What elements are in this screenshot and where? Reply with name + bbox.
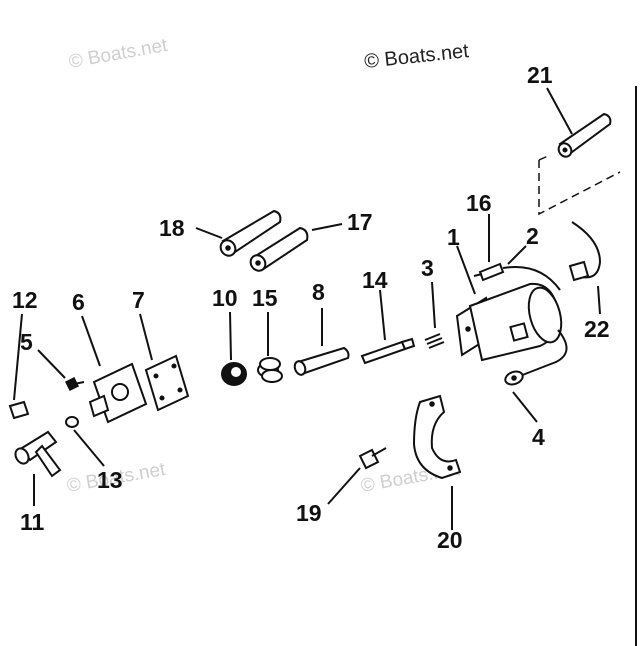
part-1-solenoid [455, 282, 563, 362]
part-20-bracket [412, 394, 462, 480]
part-3-spring [424, 333, 445, 349]
leader-13 [73, 429, 105, 467]
callout-21: 21 [527, 62, 553, 88]
callout-10: 10 [212, 285, 238, 311]
part-8-plunger [293, 346, 350, 376]
part-4-lead [504, 329, 568, 386]
leader-4 [512, 391, 538, 423]
part-18-rod [219, 209, 282, 257]
part-19-screw [358, 447, 387, 470]
callout-2: 2 [526, 223, 539, 249]
part-15-spring [257, 357, 283, 383]
part-10-seal [221, 362, 247, 386]
leader-7 [139, 313, 153, 361]
part-17-rod [249, 226, 309, 272]
callout-5: 5 [20, 329, 33, 355]
leader-14 [379, 289, 386, 341]
leader-19 [327, 467, 361, 505]
part-21-rod [557, 112, 612, 158]
leader-1 [456, 245, 476, 295]
callout-6: 6 [72, 289, 85, 315]
leader-18 [195, 227, 223, 239]
part-11-valve [14, 430, 62, 478]
callout-8: 8 [312, 279, 325, 305]
callout-17: 17 [347, 209, 373, 235]
callout-16: 16 [466, 190, 492, 216]
callout-19: 19 [296, 500, 322, 526]
callout-18: 18 [159, 215, 185, 241]
leader-2 [507, 245, 527, 265]
leader-17 [311, 223, 343, 231]
callout-11: 11 [20, 509, 45, 535]
callout-15: 15 [252, 285, 278, 311]
leader-21 [546, 87, 573, 135]
callout-4: 4 [532, 424, 545, 450]
callout-1: 1 [447, 224, 460, 250]
leader-22 [597, 285, 601, 315]
callout-3: 3 [421, 255, 434, 281]
part-6-cover [88, 362, 148, 424]
callout-7: 7 [132, 287, 145, 313]
part-12-nut [8, 400, 30, 420]
callout-22: 22 [584, 316, 610, 342]
dashed-box-21 [538, 160, 621, 216]
callout-14: 14 [362, 267, 388, 293]
callout-13: 13 [97, 467, 123, 493]
part-5-screw [64, 376, 85, 392]
callout-12: 12 [12, 287, 38, 313]
leader-10 [229, 311, 232, 361]
part-16-terminal [473, 262, 505, 282]
part-13-oring [65, 416, 79, 428]
watermark-top-left: © Boats.net [67, 35, 169, 73]
watermark-top-center: © Boats.net [363, 40, 470, 73]
leader-3 [431, 281, 436, 329]
callout-20: 20 [437, 527, 463, 553]
part-14-pin [360, 337, 416, 365]
leader-5 [37, 349, 66, 379]
leader-12 [13, 313, 23, 401]
leader-6 [81, 315, 101, 367]
part-22-clip [568, 221, 602, 282]
part-7-gasket [144, 354, 190, 412]
part-2-wire [502, 266, 561, 291]
